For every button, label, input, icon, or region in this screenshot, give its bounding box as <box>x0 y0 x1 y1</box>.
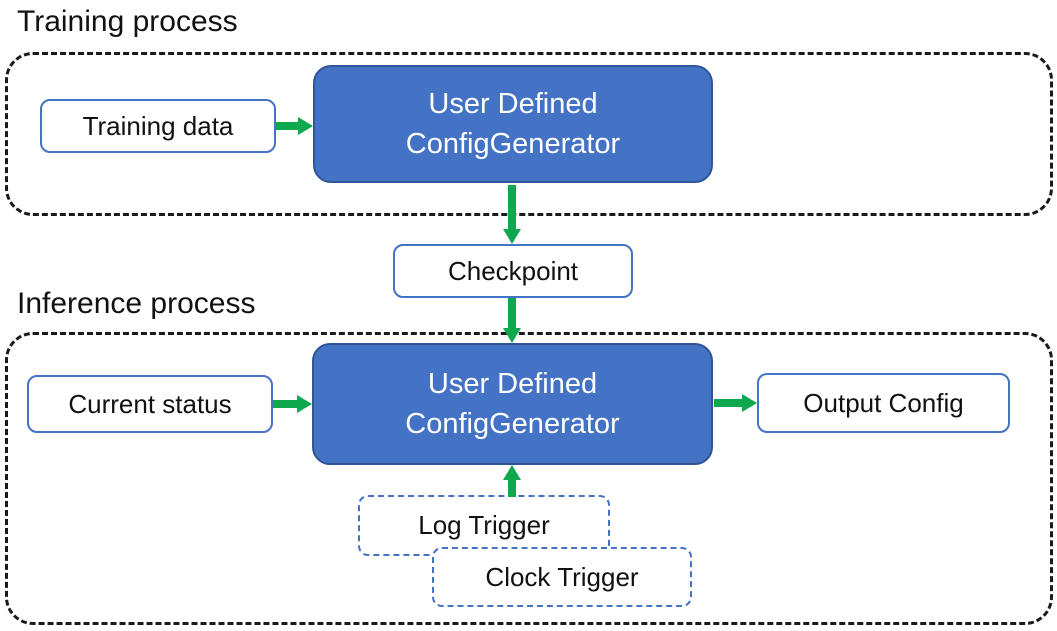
arrow-config-generator-to-checkpoint <box>503 185 521 244</box>
training-process-label: Training process <box>17 5 238 38</box>
inference-process-label: Inference process <box>17 287 256 320</box>
training-process-container <box>5 52 1053 216</box>
node-config-generator-training-line2: ConfigGenerator <box>405 128 621 160</box>
node-training-data-label: Training data <box>82 110 234 141</box>
arrow-current-status-to-config-generator <box>273 395 312 413</box>
node-config-generator-inference-line1: User Defined <box>427 368 598 400</box>
node-checkpoint-label: Checkpoint <box>447 255 579 286</box>
node-log-trigger: Log Trigger <box>358 495 610 556</box>
arrow-config-generator-to-output-config <box>714 394 757 412</box>
node-config-generator-training-line1: User Defined <box>428 88 598 120</box>
node-current-status: Current status <box>27 375 273 433</box>
arrow-checkpoint-to-config-generator <box>503 298 521 343</box>
node-output-config: Output Config <box>757 373 1010 433</box>
node-checkpoint: Checkpoint <box>393 244 633 298</box>
arrow-training-data-to-config-generator <box>275 117 313 135</box>
node-clock-trigger-label: Clock Trigger <box>485 561 639 592</box>
node-current-status-label: Current status <box>68 388 232 419</box>
node-config-generator-training: User Defined ConfigGenerator <box>313 65 713 183</box>
node-output-config-label: Output Config <box>803 387 964 418</box>
node-config-generator-inference-line2: ConfigGenerator <box>405 408 620 440</box>
node-config-generator-inference: User Defined ConfigGenerator <box>312 343 713 465</box>
node-log-trigger-label: Log Trigger <box>418 510 550 540</box>
inference-process-container <box>5 332 1053 625</box>
node-training-data: Training data <box>40 99 276 153</box>
node-clock-trigger: Clock Trigger <box>432 547 692 607</box>
arrow-log-trigger-to-config-generator <box>503 465 521 497</box>
